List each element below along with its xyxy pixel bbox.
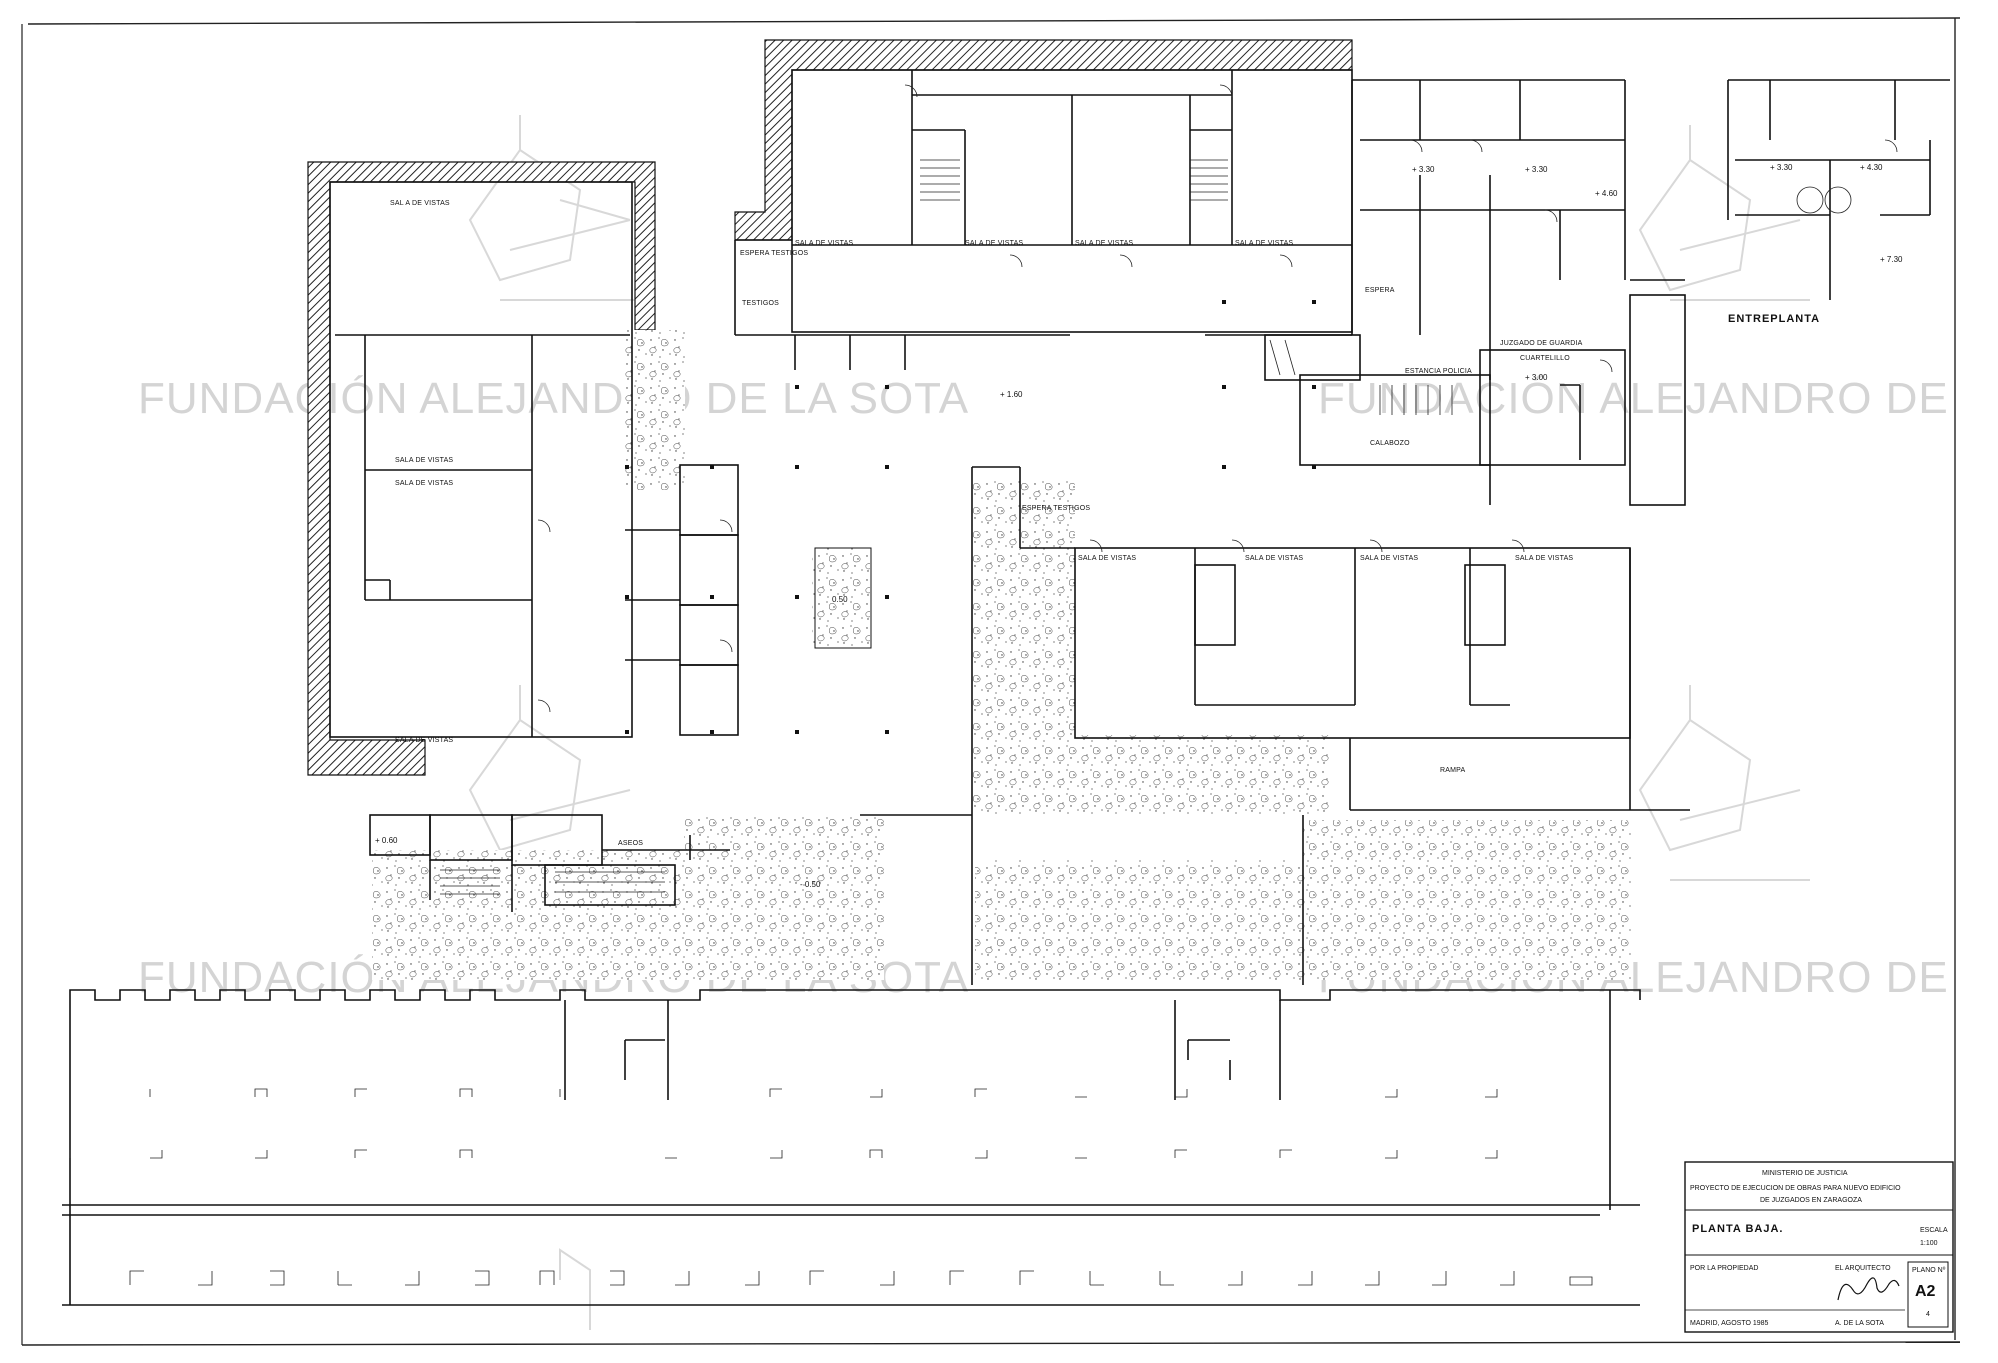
- label-testigos-b: TESTIGOS: [742, 300, 779, 307]
- label-cuartelillo: CUARTELILLO: [1520, 355, 1570, 362]
- label-entreplanta: ENTREPLANTA: [1728, 313, 1820, 325]
- label-mid-c: SALA DE VISTAS: [1360, 555, 1418, 562]
- left-wing: [329, 181, 633, 738]
- stairs-right: [1269, 339, 1453, 415]
- label-left-top: SAL A DE VISTAS: [390, 200, 450, 207]
- gravel-garden-areas: [372, 330, 1633, 980]
- svg-text:FUNDACIÓN ALEJANDRO DE: FUNDACIÓN ALEJANDRO DE: [1318, 374, 1949, 423]
- bottom-left-service: [369, 814, 1304, 985]
- level-mezz-a: + 3.30: [1770, 163, 1793, 172]
- tb-plan-label: PLANO Nº: [1912, 1267, 1946, 1274]
- label-estancia: ESTANCIA POLICIA: [1405, 368, 1472, 375]
- stairs-top: [920, 159, 1228, 201]
- svg-text:FUNDACIÓN ALEJANDRO DE LA SOTA: FUNDACIÓN ALEJANDRO DE LA SOTA: [138, 374, 969, 423]
- tb-project-2: DE JUZGADOS EN ZARAGOZA: [1760, 1197, 1862, 1204]
- tb-drawing-title: PLANTA BAJA.: [1692, 1223, 1783, 1235]
- tb-architect: EL ARQUITECTO: [1835, 1265, 1891, 1272]
- tb-ministry: MINISTERIO DE JUSTICIA: [1762, 1170, 1848, 1177]
- right-service-block: [1264, 79, 1686, 506]
- level-garden: - 0.50: [800, 880, 821, 889]
- label-left-mid2: SALA DE VISTAS: [395, 480, 453, 487]
- label-testigos-mid: ESPERA TESTIGOS: [1022, 505, 1090, 512]
- door-swings: [537, 84, 1898, 713]
- mezzanine: [1727, 79, 1950, 300]
- tb-date: MADRID, AGOSTO 1985: [1690, 1320, 1769, 1327]
- label-top-a: SALA DE VISTAS: [795, 240, 853, 247]
- tb-project-1: PROYECTO DE EJECUCION DE OBRAS PARA NUEV…: [1690, 1185, 1901, 1192]
- architect-signature: [1837, 1277, 1900, 1301]
- label-espera: ESPERA: [1365, 287, 1395, 294]
- lower-facade: [62, 989, 1641, 1306]
- level-cuartel: + 3.00: [1525, 373, 1548, 382]
- stairs-bottom-left: [440, 869, 665, 895]
- hall-cells: [625, 464, 739, 736]
- central-hall: [625, 300, 1316, 734]
- level-upper-a: + 3.30: [1412, 165, 1435, 174]
- label-mid-b: SALA DE VISTAS: [1245, 555, 1303, 562]
- level-upper-c: + 4.60: [1595, 189, 1618, 198]
- label-aseos: ASEOS: [618, 840, 643, 847]
- label-top-c: SALA DE VISTAS: [1075, 240, 1133, 247]
- tb-plan-number: 4: [1926, 1311, 1930, 1318]
- top-wing: [734, 69, 1353, 370]
- level-marks: + 1.60 0.50 - 0.50 + 0.60 + 3.30 + 3.30 …: [375, 163, 1903, 889]
- label-juzgado: JUZGADO DE GUARDIA: [1500, 340, 1583, 347]
- label-calabozo: CALABOZO: [1370, 440, 1410, 447]
- room-labels: SAL A DE VISTAS SALA DE VISTAS SALA DE V…: [390, 200, 1820, 847]
- middle-wing: [971, 466, 1690, 815]
- sheet-border: [21, 17, 1961, 1346]
- level-patio: 0.50: [832, 595, 848, 604]
- label-top-b: SALA DE VISTAS: [965, 240, 1023, 247]
- tb-architect-name: A. DE LA SOTA: [1835, 1320, 1884, 1327]
- level-hall: + 1.60: [1000, 390, 1023, 399]
- label-left-bottom: SALA DE VISTAS: [395, 737, 453, 744]
- tb-scale-value: 1:100: [1920, 1240, 1938, 1247]
- label-top-d: SALA DE VISTAS: [1235, 240, 1293, 247]
- level-entry-left: + 0.60: [375, 836, 398, 845]
- label-rampa: RAMPA: [1440, 767, 1466, 774]
- label-mid-d: SALA DE VISTAS: [1515, 555, 1573, 562]
- facade-pier-marks: [69, 1088, 1593, 1286]
- tb-property: POR LA PROPIEDAD: [1690, 1265, 1758, 1272]
- label-mid-a: SALA DE VISTAS: [1078, 555, 1136, 562]
- tb-plan-code: A2: [1915, 1283, 1936, 1300]
- level-mezz-c: + 7.30: [1880, 255, 1903, 264]
- label-testigos-a: ESPERA TESTIGOS: [740, 250, 808, 257]
- tb-scale-label: ESCALA: [1920, 1227, 1948, 1234]
- title-block: MINISTERIO DE JUSTICIA PROYECTO DE EJECU…: [1684, 1161, 1954, 1333]
- label-left-mid1: SALA DE VISTAS: [395, 457, 453, 464]
- level-mezz-b: + 4.30: [1860, 163, 1883, 172]
- foundation-logo-mark: [468, 115, 1810, 1330]
- level-upper-b: + 3.30: [1525, 165, 1548, 174]
